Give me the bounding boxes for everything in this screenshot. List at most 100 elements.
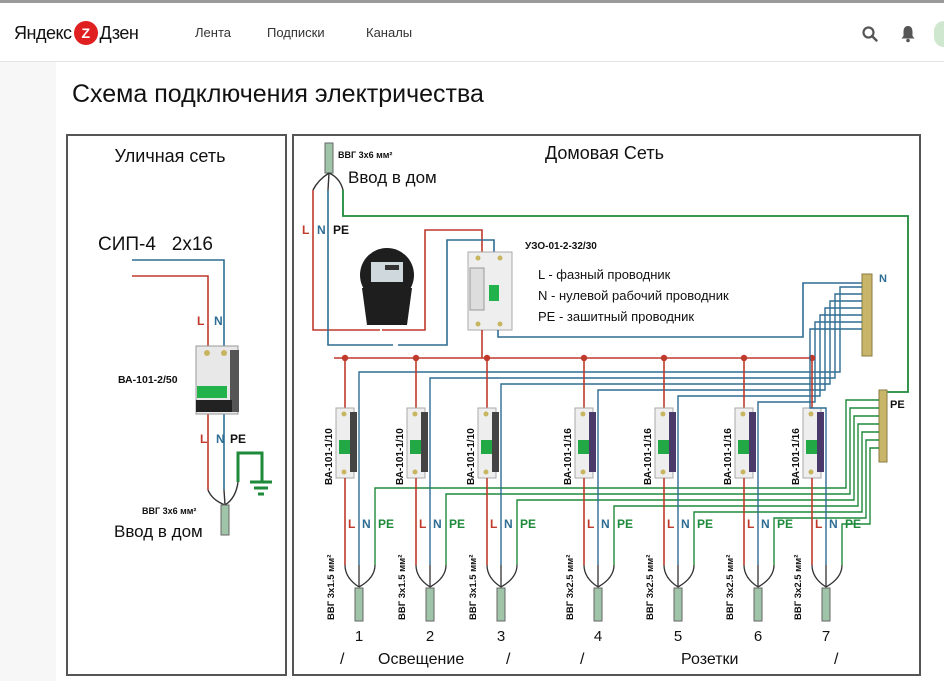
circuit-label-pe: PE [697,517,713,531]
circuit-label-n: N [433,517,442,531]
circuit-number: 4 [594,628,602,645]
circuit-breaker-side [492,412,499,472]
circuit-breaker-toggle [738,440,749,454]
circuit-breaker-side [589,412,596,472]
house-cable-spec: ВВГ 3х6 мм² [338,150,392,160]
circuit-label-n: N [761,517,770,531]
circuit-breaker-toggle [339,440,350,454]
legend-neutral: N - нулевой рабочий проводник [538,288,729,303]
circuit-breaker-label: ВА-101-1/10 [395,428,406,485]
circuit-label-l: L [587,517,594,531]
avatar[interactable] [934,21,944,47]
circuit-breaker-terminal [483,411,489,417]
logo-text-zen: Дзен [99,22,139,43]
circuit-breaker-toggle [578,440,589,454]
circuit-cable-icon [425,587,435,622]
circuit-label-l: L [747,517,754,531]
house-cable-icon [324,142,334,174]
ground-symbol-icon [250,480,272,496]
nav-subscriptions[interactable]: Подписки [267,25,325,40]
main-earth-wire [342,190,909,393]
circuit-earth-wire [773,439,879,565]
circuit-number: 6 [754,628,762,645]
house-label-pe: PE [333,223,349,237]
circuit-breaker-toggle [410,440,421,454]
nav-subscriptions-label[interactable]: Подписки [267,25,325,40]
search-button[interactable] [858,22,882,46]
circuit-neutral-wire [429,293,862,565]
circuit-label-n: N [362,517,371,531]
meter-to-rcd-phase-wire [382,229,483,331]
street-label-n: N [214,314,223,328]
circuit-number: 1 [355,628,363,645]
street-label-n-lower: N [216,432,225,446]
logo-text-yandex: Яндекс [14,22,72,43]
circuit-cable-icon [673,587,683,622]
circuit-label-l: L [419,517,426,531]
yandex-zen-logo[interactable]: Яндекс Z Дзен [14,21,139,45]
circuit-label-n: N [504,517,513,531]
circuit-label-l: L [815,517,822,531]
circuit-breaker-terminal [341,411,347,417]
circuit-breaker-terminal [660,469,666,475]
circuit-label-n: N [681,517,690,531]
nav-channels[interactable]: Каналы [366,25,412,40]
nav-feed[interactable]: Лента [195,25,231,40]
bell-icon [901,26,915,43]
earth-bus-label: PE [890,399,905,411]
nav-channels-label[interactable]: Каналы [366,25,413,40]
street-phase-wire [132,275,209,490]
circuit-breaker-label: ВА-101-1/16 [723,428,734,485]
house-label-l: L [302,223,309,237]
circuit-breaker-label: ВА-101-1/16 [643,428,654,485]
legend-phase: L - фазный проводник [538,267,671,282]
main-breaker-icon [195,345,239,415]
circuit-breaker-terminal [740,411,746,417]
street-cable-spec: ВВГ 3х6 мм² [142,506,196,516]
circuit-cable-split [486,564,518,588]
circuit-earth-wire [613,423,879,565]
search-icon [862,26,878,42]
circuit-breaker-terminal [808,411,814,417]
circuit-cable-spec: ВВГ 3х1.5 мм² [468,555,479,620]
circuit-cable-split [663,564,695,588]
circuit-breaker-label: ВА-101-1/10 [466,428,477,485]
top-navigation-bar: Яндекс Z Дзен Лента Подписки Каналы [0,0,944,62]
circuit-cable-spec: ВВГ 3х2.5 мм² [793,555,804,620]
circuit-cable-icon [821,587,831,622]
circuit-earth-wire [841,447,879,565]
circuit-label-pe: PE [845,517,861,531]
circuit-breaker-terminal [412,469,418,475]
circuit-breaker-terminal [580,411,586,417]
circuit-neutral-wire [677,314,862,565]
street-network-title: Уличная сеть [115,146,226,166]
circuit-cable-spec: ВВГ 3х2.5 мм² [565,555,576,620]
circuit-neutral-wire [809,328,862,565]
phase-to-meter-wire [312,190,380,331]
circuit-breaker-terminal [483,469,489,475]
circuit-number: 3 [497,628,505,645]
circuit-cable-split [811,564,843,588]
house-network-frame [292,134,921,676]
meter-to-rcd-neutral-wire [398,239,495,346]
circuit-label-l: L [490,517,497,531]
circuit-label-n: N [601,517,610,531]
notifications-button[interactable] [896,22,920,46]
group-sockets-start-slash: / [580,651,585,668]
circuit-cable-split [344,564,376,588]
circuit-breaker-toggle [806,440,817,454]
nav-feed-label[interactable]: Лента [195,25,231,40]
circuit-breaker-side [350,412,357,472]
group-lighting-label: Освещение [378,651,464,668]
circuit-cable-split [583,564,615,588]
circuit-label-pe: PE [378,517,394,531]
circuit-breaker-terminal [660,411,666,417]
rcd-device-icon [467,251,513,331]
house-network-title: Домовая Сеть [545,143,664,163]
circuit-breaker-toggle [658,440,669,454]
zen-logo-icon: Z [73,21,98,45]
rcd-label: УЗО-01-2-32/30 [525,241,597,252]
group-sockets-end-slash: / [834,651,839,668]
circuit-breaker-terminal [341,469,347,475]
